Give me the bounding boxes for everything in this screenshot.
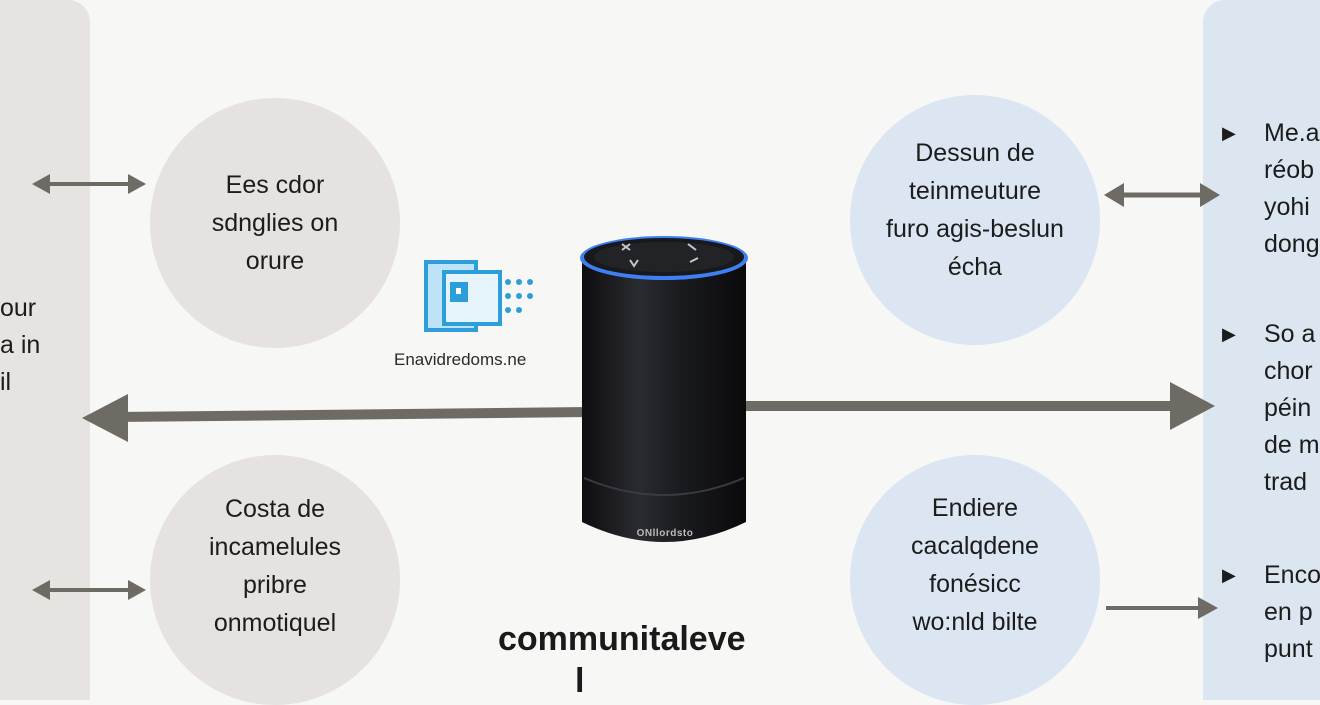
left-panel-line: a in xyxy=(0,331,41,359)
right-panel-line: trad xyxy=(1264,468,1308,496)
double-arrow-top-right xyxy=(1104,183,1220,207)
circle-text-line: Dessun de xyxy=(915,139,1035,167)
main-arrow-left xyxy=(119,407,591,422)
right-panel-line: punt xyxy=(1264,635,1313,663)
circle-text-line: wo:nld bilte xyxy=(912,608,1038,636)
circle-text-line: orure xyxy=(245,247,305,275)
left-panel-line: our xyxy=(0,294,37,322)
speaker-label: ONllordsto xyxy=(636,528,694,539)
right-panel-line: dong xyxy=(1264,230,1320,258)
circle-top-right: Dessun de teinmeuture furo agis-beslun é… xyxy=(850,95,1100,345)
right-panel xyxy=(1203,0,1320,700)
circle-text-line: Endiere xyxy=(931,494,1019,522)
arrowhead-left-icon xyxy=(82,394,128,442)
right-panel-line: réob xyxy=(1264,156,1315,184)
bottom-title-line-2: l xyxy=(575,662,585,700)
circle-text-line: Costa de xyxy=(224,495,326,523)
logo-label: Enavidredoms.ne xyxy=(394,350,527,369)
circle-text-line: incamelules xyxy=(208,533,341,561)
bullet-triangle-icon: ▶ xyxy=(1222,324,1236,344)
left-panel-text: our a in il xyxy=(0,290,40,401)
bottom-title: communitaleve xyxy=(498,620,746,658)
circle-text-line: onmotiquel xyxy=(213,609,337,637)
right-panel-line: Me.a xyxy=(1264,119,1320,147)
right-panel-line: Enco xyxy=(1264,561,1320,589)
right-panel-line: chor xyxy=(1264,357,1313,385)
connector-arrows xyxy=(32,174,1220,619)
double-arrow-bottom-left xyxy=(32,580,146,600)
circle-text-line: furo agis-beslun xyxy=(886,215,1064,243)
circle-text-line: sdnglies on xyxy=(211,209,339,237)
circle-bottom-right: Endiere cacalqdene fonésicc wo:nld bilte xyxy=(850,455,1100,705)
circle-text-line: fonésicc xyxy=(929,570,1021,598)
circle-bottom-left: Costa de incamelules pribre onmotiquel xyxy=(150,455,400,705)
circle-text-line: cacalqdene xyxy=(911,532,1039,560)
right-panel-line: de m xyxy=(1264,431,1320,459)
smart-speaker xyxy=(580,236,748,542)
circle-text-line: Ees cdor xyxy=(225,171,325,199)
right-panel-line: yohi xyxy=(1264,193,1310,221)
circle-top-left: Ees cdor sdnglies on orure xyxy=(150,98,400,348)
bullet-triangle-icon: ▶ xyxy=(1222,565,1236,585)
circle-text-line: pribre xyxy=(243,571,307,599)
circle-text-line: teinmeuture xyxy=(908,177,1041,205)
right-panel-line: So a xyxy=(1264,320,1316,348)
double-arrow-top-left xyxy=(32,174,146,194)
right-panel-line: en p xyxy=(1264,598,1313,626)
arrow-bottom-right xyxy=(1106,597,1218,619)
bullet-triangle-icon: ▶ xyxy=(1222,123,1236,143)
right-panel-line: péin xyxy=(1264,394,1312,422)
left-panel-line: il xyxy=(0,368,12,396)
arrowhead-right-icon xyxy=(1170,382,1215,430)
app-logo-icon xyxy=(424,260,533,332)
circle-text-line: écha xyxy=(947,253,1003,281)
